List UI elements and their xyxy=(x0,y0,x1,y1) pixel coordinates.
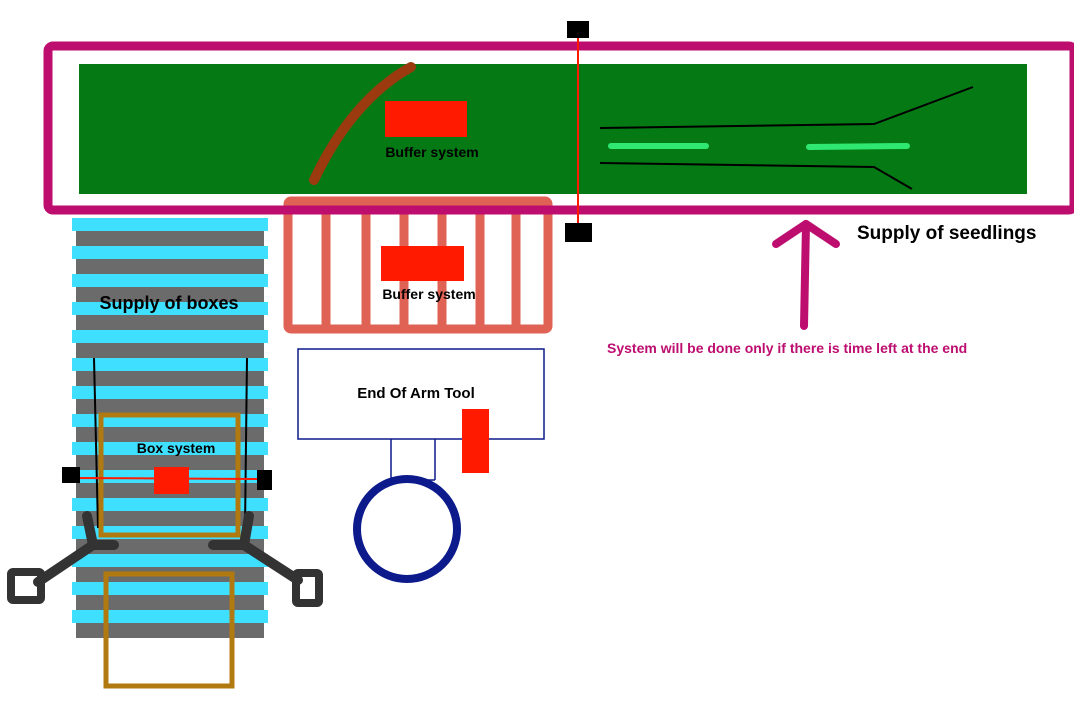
box-outline-upper xyxy=(98,412,241,538)
seedling-rails xyxy=(599,86,974,190)
gripper-right-icon xyxy=(292,569,323,607)
buffer-system-label-top: Buffer system xyxy=(385,144,478,160)
end-of-arm-tool-label: End Of Arm Tool xyxy=(357,385,475,402)
gripper-left-icon xyxy=(7,568,45,604)
guide-line-left xyxy=(93,357,99,529)
box-rail-stop-left xyxy=(62,467,80,483)
time-left-note: System will be done only if there is tim… xyxy=(607,340,967,356)
buffer-rack xyxy=(283,196,553,334)
seedling-markers xyxy=(608,143,910,150)
supply-of-seedlings-label: Supply of seedlings xyxy=(857,223,1036,244)
rail-stop-bottom xyxy=(565,223,592,242)
guide-line-right xyxy=(244,357,248,529)
arm-right xyxy=(208,511,303,585)
box-clamp-block xyxy=(154,467,189,494)
tool-actuator xyxy=(462,409,489,473)
tool-body xyxy=(297,348,545,440)
box-system-label: Box system xyxy=(137,440,216,456)
box-outline-lower xyxy=(103,571,235,689)
rail-stop-top xyxy=(567,21,589,38)
buffer-block-mid xyxy=(381,246,464,281)
end-of-arm-tool: End Of Arm Tool xyxy=(297,348,545,583)
seedling-field xyxy=(79,64,1027,194)
gripper-ring-icon xyxy=(353,475,461,583)
conveyor-belt-base xyxy=(76,218,264,638)
box-system: Box system xyxy=(7,357,323,689)
up-arrow-icon xyxy=(772,220,840,330)
arm-left xyxy=(33,511,119,587)
supply-of-boxes-label: Supply of boxes xyxy=(99,293,238,313)
arm-path-curve xyxy=(309,62,416,185)
buffer-block-top xyxy=(385,101,467,137)
seedling-area-frame xyxy=(43,41,1074,215)
buffer-system-label-mid: Buffer system xyxy=(382,286,475,302)
box-rail-stop-right xyxy=(257,470,272,490)
